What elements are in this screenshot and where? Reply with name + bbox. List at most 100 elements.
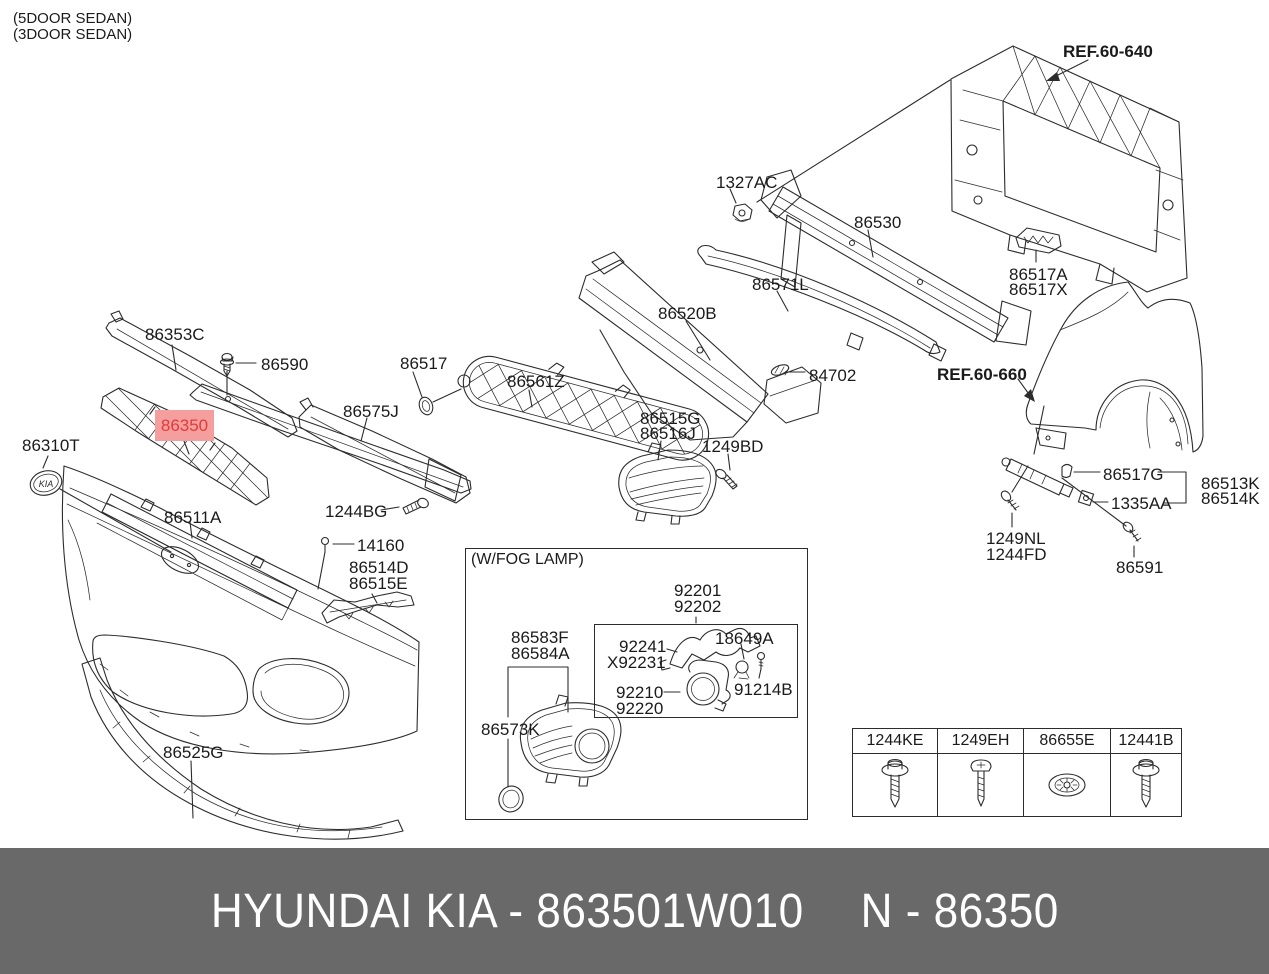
part-label-86590[interactable]: 86590: [261, 355, 309, 374]
part-label-1327ac[interactable]: 1327AC: [716, 173, 778, 192]
part-label-1244fd[interactable]: 1244FD: [986, 545, 1047, 564]
fastener-part-12441b[interactable]: 12441B: [1111, 729, 1181, 754]
part-label-92201[interactable]: 92201: [674, 581, 722, 600]
banner-part-code: HYUNDAI KIA - 863501W010: [210, 884, 804, 938]
part-label-86517[interactable]: 86517: [400, 354, 448, 373]
part-label-86514k[interactable]: 86514K: [1201, 489, 1260, 508]
nut-1335aa-icon: [1077, 489, 1095, 507]
ref-label-60-640[interactable]: REF.60-640: [1063, 42, 1153, 61]
bumper-side-bracket-strip-drawing: [321, 591, 415, 624]
part-label-86517a[interactable]: 86517A: [1009, 265, 1068, 284]
fastener-part-1249eh[interactable]: 1249EH: [938, 729, 1024, 754]
screw-86590-icon: [219, 352, 235, 377]
ref-label-60-660[interactable]: REF.60-660: [937, 365, 1027, 384]
hex-flange-screw-icon: [1132, 758, 1160, 808]
bracket-86517a-drawing: [1015, 227, 1062, 254]
part-label-92202[interactable]: 92202: [674, 597, 722, 616]
part-label-92220[interactable]: 92220: [616, 699, 664, 718]
grille-support-bracket-drawing: [298, 397, 471, 504]
part-label-86516j[interactable]: 86516J: [640, 424, 696, 443]
part-label-18649a[interactable]: 18649A: [715, 629, 774, 648]
pan-head-screw-icon: [969, 759, 992, 807]
part-label-1335aa[interactable]: 1335AA: [1111, 494, 1172, 513]
fog-lamp-assembly-box: [594, 624, 798, 718]
fog-lamp-option-box: [465, 548, 808, 820]
part-label-86520b[interactable]: 86520B: [658, 304, 717, 323]
catalog-banner-text: HYUNDAI KIA - 863501W010 N - 86350: [211, 884, 1059, 939]
screw-86591-icon: [1122, 521, 1142, 542]
part-label-14160[interactable]: 14160: [357, 536, 405, 555]
clip-86517-icon: [418, 396, 434, 416]
ref-660-arrowhead: [1024, 389, 1035, 402]
grille-molding-strip-drawing: [189, 383, 472, 494]
grommet-84702-icon: [770, 364, 790, 376]
part-label-86515g[interactable]: 86515G: [640, 409, 701, 428]
fog-lamp-unit-drawing: [686, 659, 731, 712]
flange-nut-icon: [1048, 773, 1086, 797]
lower-grille-drawing: [457, 355, 710, 461]
fastener-part-1244ke[interactable]: 1244KE: [853, 729, 938, 754]
energy-absorber-drawing: [578, 251, 769, 441]
part-label-86515e[interactable]: 86515E: [349, 574, 408, 593]
screw-91214b-icon: [756, 651, 766, 670]
bulb-18649a-icon: [733, 660, 750, 680]
part-label-1249nl[interactable]: 1249NL: [986, 529, 1046, 548]
part-label-86573k[interactable]: 86573K: [481, 720, 540, 739]
clip-86517g-icon: [1061, 463, 1073, 479]
bumper-fascia-drawing: [61, 465, 420, 755]
part-label-86525g[interactable]: 86525G: [163, 743, 224, 762]
fog-gasket-drawing: [498, 785, 524, 813]
fog-lamp-bracket-drawing: [659, 627, 761, 671]
part-label-92241[interactable]: 92241: [619, 637, 667, 656]
part-label-92210[interactable]: 92210: [616, 683, 664, 702]
fastener-table: 1244KE 1249EH 86655E 12441B: [852, 728, 1182, 817]
part-label-86591[interactable]: 86591: [1116, 558, 1164, 577]
kia-emblem-text: KIA: [39, 479, 54, 489]
fastener-cell-12441b: [1111, 754, 1181, 816]
kia-emblem-drawing: KIA: [29, 470, 63, 496]
fog-box-title: (W/FOG LAMP): [471, 551, 584, 568]
part-label-1249bd[interactable]: 1249BD: [702, 437, 764, 456]
radiator-support-drawing: [950, 45, 1188, 293]
fastener-part-86655e[interactable]: 86655E: [1024, 729, 1111, 754]
part-label-86350: 86350: [160, 415, 209, 435]
highlighted-part-86350[interactable]: 86350: [155, 410, 214, 441]
fog-lamp-bezel-drawing: [519, 694, 622, 787]
part-label-91214b[interactable]: 91214B: [734, 680, 793, 699]
part-label-86513k[interactable]: 86513K: [1201, 474, 1260, 493]
catalog-banner: HYUNDAI KIA - 863501W010 N - 86350: [0, 848, 1269, 974]
part-label-86583f[interactable]: 86583F: [511, 628, 569, 647]
variant-note-line2: (3DOOR SEDAN): [13, 26, 133, 43]
bumper-upper-stay-drawing: [697, 244, 947, 362]
part-label-86310t[interactable]: 86310T: [22, 436, 80, 455]
part-label-86517g[interactable]: 86517G: [1103, 465, 1164, 484]
part-label-84702[interactable]: 84702: [809, 366, 857, 385]
part-label-86561z[interactable]: 86561Z: [507, 372, 565, 391]
part-label-x92231[interactable]: X92231: [607, 653, 666, 672]
absorber-side-pad-drawing: [763, 366, 822, 424]
lip-spoiler-drawing: [81, 657, 404, 840]
banner-part-number: N - 86350: [860, 884, 1059, 938]
fastener-cell-1249eh: [938, 754, 1024, 816]
part-label-86511a[interactable]: 86511A: [164, 508, 222, 527]
part-label-86575j[interactable]: 86575J: [343, 402, 399, 421]
pin-14160-icon: [320, 536, 330, 553]
bumper-reinforcement-drawing: [760, 169, 1032, 346]
part-label-86517x[interactable]: 86517X: [1009, 280, 1068, 299]
part-label-86571l[interactable]: 86571L: [752, 275, 809, 294]
part-label-86530[interactable]: 86530: [854, 213, 902, 232]
fender-side-bracket-drawing: [1001, 457, 1074, 498]
screw-1249nl-icon: [1000, 490, 1020, 511]
part-label-1244bg[interactable]: 1244BG: [325, 502, 388, 521]
fastener-cell-1244ke: [853, 754, 938, 816]
part-label-86514d[interactable]: 86514D: [349, 558, 409, 577]
part-label-86584a[interactable]: 86584A: [511, 644, 570, 663]
radiator-grille-drawing: [100, 387, 270, 506]
leader-lines: [42, 59, 1187, 819]
fastener-cell-86655e: [1024, 754, 1111, 816]
part-label-86353c[interactable]: 86353C: [145, 325, 205, 344]
hex-flange-screw-icon: [881, 758, 909, 808]
screw-1244bg-icon: [402, 497, 429, 515]
